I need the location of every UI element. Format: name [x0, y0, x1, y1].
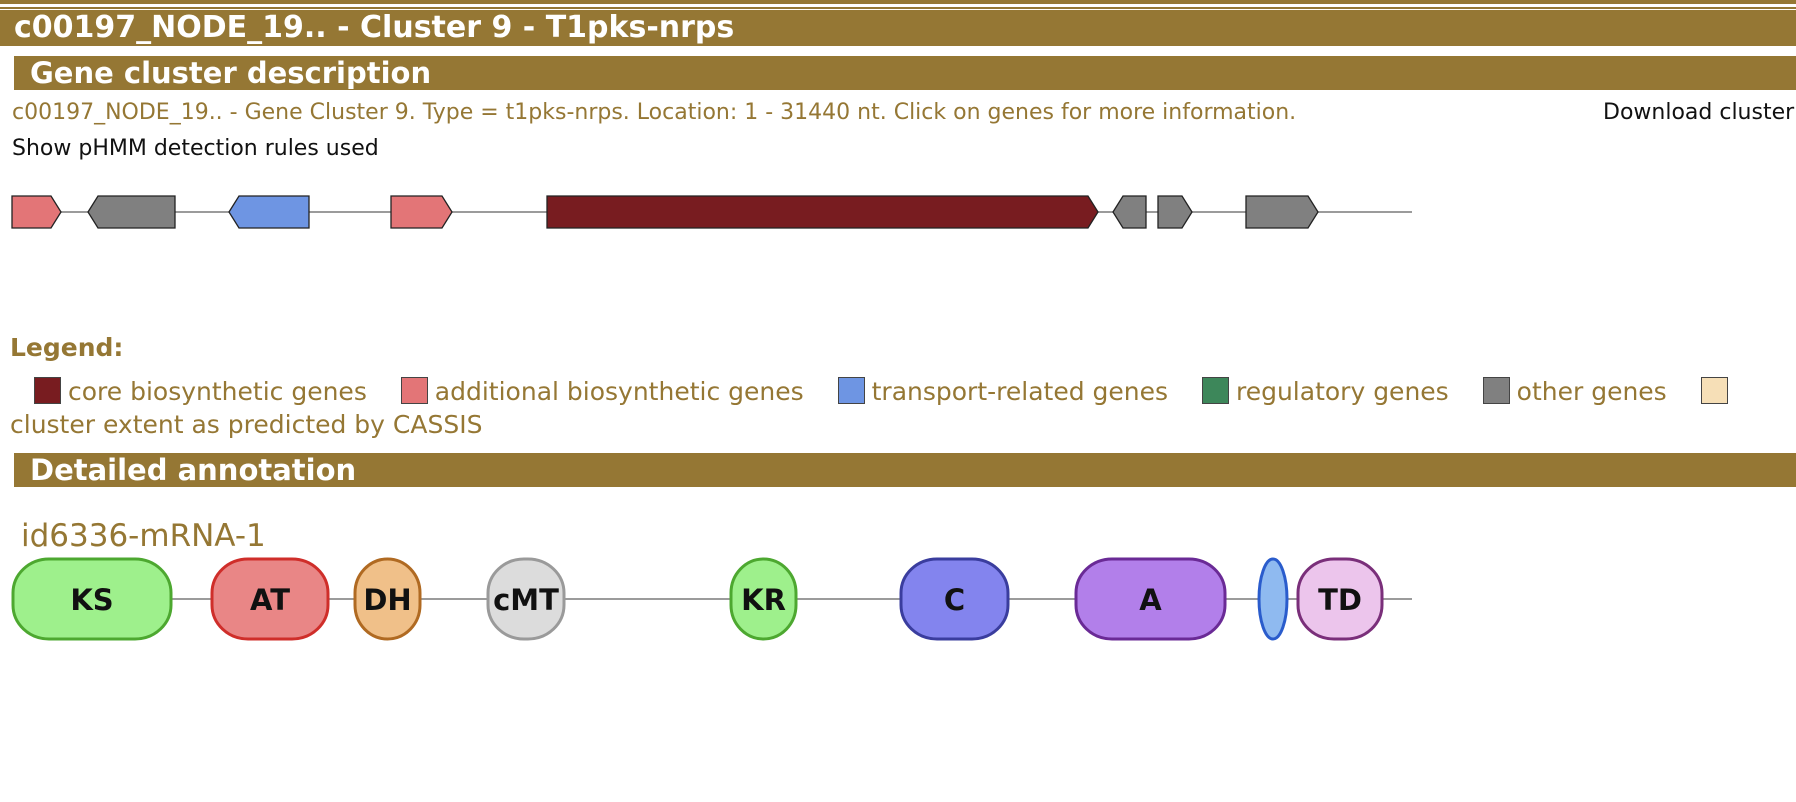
legend-swatch-regulatory — [1201, 377, 1229, 404]
domain-cmt[interactable] — [486, 557, 566, 641]
domain-label-kr: KR — [741, 583, 786, 617]
legend-item-transport: transport-related genes — [837, 377, 1169, 406]
legend-title: Legend: — [10, 333, 124, 362]
gene-arrow-7[interactable] — [1157, 195, 1193, 229]
domain-label-ks: KS — [70, 583, 113, 617]
gene-arrow-3[interactable] — [228, 195, 310, 229]
gene-arrow-8[interactable] — [1245, 195, 1319, 229]
download-cluster-link[interactable]: Download cluster — [1603, 100, 1795, 125]
domain-label-c: C — [944, 583, 965, 617]
cluster-title: c00197_NODE_19.. - Cluster 9 - T1pks-nrp… — [0, 10, 1796, 46]
legend-item-additional: additional biosynthetic genes — [400, 377, 804, 406]
legend-item-cassis — [1700, 377, 1735, 406]
legend-swatch-additional — [400, 377, 428, 404]
legend-item-core: core biosynthetic genes — [34, 377, 367, 406]
legend-swatch-cassis — [1700, 377, 1728, 404]
domain-label-cmt: cMT — [493, 583, 559, 617]
legend-label-other: other genes — [1516, 377, 1667, 406]
legend-swatch-core — [34, 377, 61, 404]
domain-kr[interactable] — [729, 557, 798, 641]
domain-at[interactable] — [210, 557, 330, 641]
gene-arrow-1[interactable] — [11, 195, 62, 229]
show-phmm-rules-link[interactable]: Show pHMM detection rules used — [12, 136, 379, 161]
domain-a[interactable] — [1074, 557, 1227, 641]
domain-c[interactable] — [899, 557, 1010, 641]
legend-row: core biosynthetic genes additional biosy… — [34, 377, 1735, 406]
legend-label-transport: transport-related genes — [871, 377, 1169, 406]
domain-label-dh: DH — [363, 583, 411, 617]
annotation-gene-name: id6336-mRNA-1 — [21, 518, 266, 554]
domain-td[interactable] — [1296, 557, 1384, 641]
domain-unlabeled[interactable] — [1257, 557, 1289, 641]
gene-arrow-4[interactable] — [390, 195, 453, 229]
domain-label-td: TD — [1318, 583, 1362, 617]
legend-cassis-label: cluster extent as predicted by CASSIS — [10, 410, 483, 439]
legend-swatch-transport — [837, 377, 865, 404]
top-border-thin — [0, 7, 1796, 9]
domain-label-a: A — [1139, 583, 1162, 617]
domain-label-at: AT — [250, 583, 290, 617]
domain-dh[interactable] — [353, 557, 422, 641]
domain-ks[interactable] — [11, 557, 173, 641]
legend-item-regulatory: regulatory genes — [1201, 377, 1449, 406]
legend-label-additional: additional biosynthetic genes — [434, 377, 804, 406]
gene-arrow-2[interactable] — [87, 195, 176, 229]
section-heading-annotation: Detailed annotation — [14, 453, 1796, 487]
section-heading-description: Gene cluster description — [14, 56, 1796, 90]
cluster-description: c00197_NODE_19.. - Gene Cluster 9. Type … — [12, 100, 1297, 125]
gene-arrow-5[interactable] — [546, 195, 1099, 229]
gene-arrow-6[interactable] — [1112, 195, 1147, 229]
legend-item-other: other genes — [1482, 377, 1667, 406]
legend-swatch-other — [1482, 377, 1510, 404]
legend-label-regulatory: regulatory genes — [1235, 377, 1449, 406]
domain-map: KS AT DH cMT KR C A TD — [11, 557, 1412, 641]
legend-label-core: core biosynthetic genes — [68, 377, 367, 406]
top-border — [0, 0, 1796, 4]
cluster-map — [11, 195, 1412, 229]
